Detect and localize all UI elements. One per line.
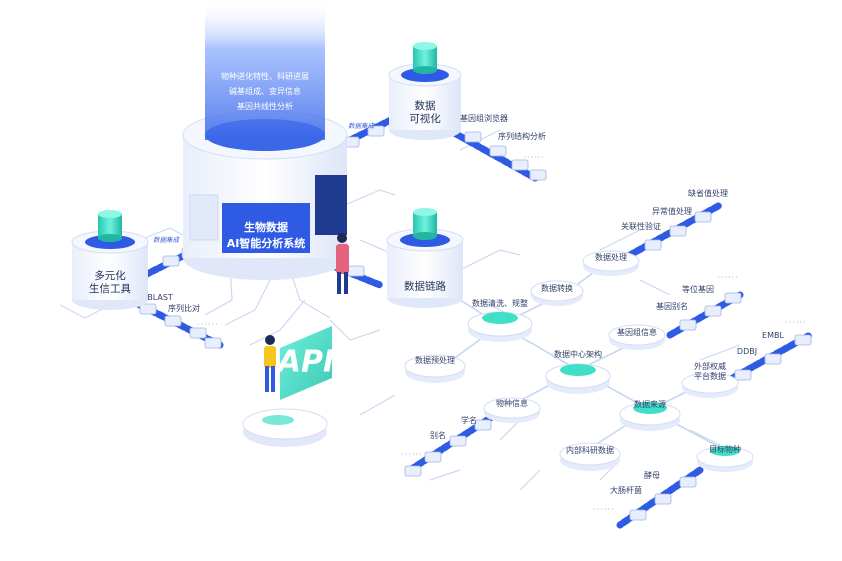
node-disc-source <box>619 402 681 431</box>
branch-missing-value-handling: 缺省值处理 <box>688 189 728 198</box>
node-source[interactable]: 数据来源 <box>634 400 666 409</box>
branch-correlation-check: 关联性验证 <box>621 222 661 231</box>
tools-tower-shape <box>71 210 149 310</box>
branch-more-tools: ...... <box>197 317 219 327</box>
branch-outlier-handling: 异常值处理 <box>652 207 692 216</box>
node-species-info[interactable]: 物种信息 <box>496 399 528 408</box>
node-gene-info[interactable]: 基因组信息 <box>617 328 657 337</box>
branch-allele: 等位基因 <box>682 285 714 294</box>
person-pink-coat <box>336 233 349 294</box>
node-target-species[interactable]: 目标物种 <box>709 445 741 454</box>
tower-tools-line-1: 多元化 <box>94 269 126 282</box>
person-yellow-shirt <box>264 335 276 392</box>
visualization-tower-shape <box>388 42 462 140</box>
tower-visualization-line-2: 可视化 <box>409 113 441 125</box>
beam-text: 物种进化特性、科研进展 碱基组成、变异信息 基因共线性分析 <box>221 69 309 115</box>
node-disc-target <box>696 446 754 472</box>
integration-label-right: 数据集成 <box>348 121 374 130</box>
branch-e-coli: 大肠杆菌 <box>610 486 642 495</box>
branch-yeast: 酵母 <box>644 471 660 480</box>
api-label[interactable]: API <box>277 344 335 380</box>
integration-label-left: 数据集成 <box>153 235 179 244</box>
node-transform[interactable]: 数据转换 <box>541 284 573 293</box>
tower-visualization-label[interactable]: 数据 可视化 <box>409 100 441 126</box>
tower-tools-line-2: 生信工具 <box>89 283 131 295</box>
branch-more-species: ...... <box>401 447 423 457</box>
light-beam <box>205 0 325 140</box>
node-disc-architecture <box>545 363 611 394</box>
node-discs <box>404 250 754 472</box>
node-cleaning[interactable]: 数据清洗、规整 <box>472 299 528 308</box>
node-internal[interactable]: 内部科研数据 <box>566 446 614 455</box>
node-disc-gene-info <box>608 324 666 350</box>
circuit-lines <box>59 129 741 491</box>
branch-more-visualization: ...... <box>523 150 545 160</box>
node-disc-processing <box>582 250 640 276</box>
node-disc-cleaning <box>467 311 533 342</box>
branch-more-gene: ...... <box>717 270 739 280</box>
beam-line-2: 碱基组成、变异信息 <box>229 87 301 97</box>
node-external-line-1: 外部权威 <box>694 362 726 371</box>
core-title-line-1: 生物数据 <box>243 221 288 235</box>
branch-genome-browser: 基因组浏览器 <box>460 114 508 123</box>
tower-chain-label[interactable]: 数据链路 <box>404 280 446 293</box>
core-title: 生物数据 AI智能分析系统 <box>227 220 306 252</box>
branch-more-target: ...... <box>593 502 615 512</box>
api-platform <box>242 326 332 447</box>
node-preprocess[interactable]: 数据预处理 <box>415 356 455 365</box>
branch-blast: BLAST <box>147 293 173 302</box>
chain-tower-shape <box>386 208 464 308</box>
node-disc-preprocess <box>404 354 466 383</box>
node-architecture[interactable]: 数据中心架构 <box>554 350 602 359</box>
node-disc-external <box>681 372 739 398</box>
node-disc-transform <box>530 280 584 306</box>
node-disc-species-info <box>483 397 541 423</box>
beam-line-1: 物种进化特性、科研进展 <box>221 72 309 82</box>
node-external[interactable]: 外部权威 平台数据 <box>694 362 726 382</box>
tower-tools-label[interactable]: 多元化 生信工具 <box>89 270 131 296</box>
branch-sequence-alignment: 序列比对 <box>168 304 200 313</box>
beam-line-3: 基因共线性分析 <box>237 102 293 112</box>
branch-embl: EMBL <box>762 331 784 340</box>
branch-gene-alias: 基因别名 <box>656 302 688 311</box>
core-title-line-2: AI智能分析系统 <box>226 237 306 250</box>
branch-sequence-structure: 序列结构分析 <box>498 132 546 141</box>
node-external-line-2: 平台数据 <box>694 372 726 381</box>
tower-visualization-line-1: 数据 <box>414 99 436 112</box>
branch-more-external: ...... <box>785 315 807 325</box>
branch-scientific-name: 学名 <box>461 416 477 425</box>
node-disc-internal <box>559 442 621 471</box>
branch-ddbj: DDBJ <box>736 347 758 356</box>
node-processing[interactable]: 数据处理 <box>595 253 627 262</box>
branch-alias: 别名 <box>430 431 446 440</box>
